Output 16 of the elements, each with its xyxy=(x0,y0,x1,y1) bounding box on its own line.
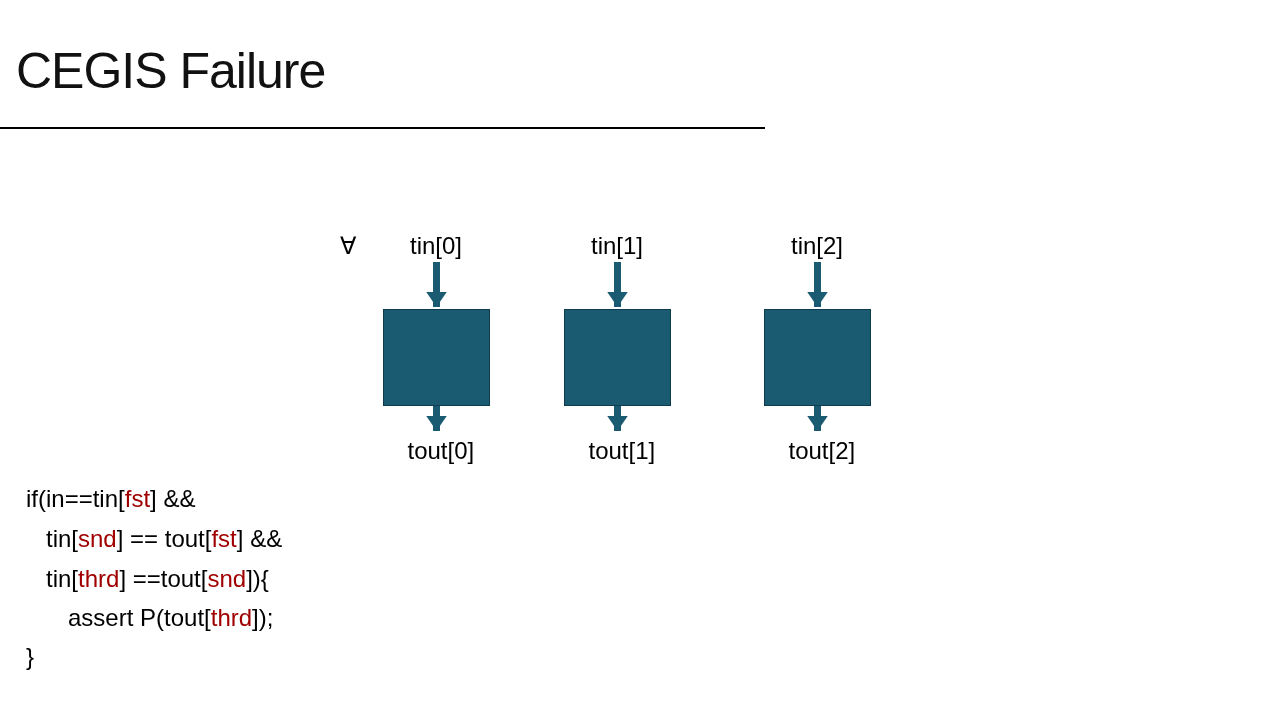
process-box xyxy=(764,309,871,406)
signal-label: tin[1] xyxy=(591,232,644,260)
code-line: tin[thrd] ==tout[snd]){ xyxy=(46,565,269,593)
code-line: if(in==tin[fst] && xyxy=(26,485,196,513)
slide-title: CEGIS Failure xyxy=(16,42,326,100)
signal-label: tout[0] xyxy=(407,437,475,465)
code-line: assert P(tout[thrd]); xyxy=(68,604,274,632)
process-box xyxy=(383,309,490,406)
process-box xyxy=(564,309,671,406)
code-line: tin[snd] == tout[fst] && xyxy=(46,525,283,553)
signal-label: tin[0] xyxy=(410,232,463,260)
quantifier-symbol: ∀ xyxy=(340,232,356,260)
signal-label: tin[2] xyxy=(791,232,844,260)
signal-label: tout[2] xyxy=(788,437,856,465)
signal-label: tout[1] xyxy=(588,437,656,465)
code-line: } xyxy=(26,643,34,671)
